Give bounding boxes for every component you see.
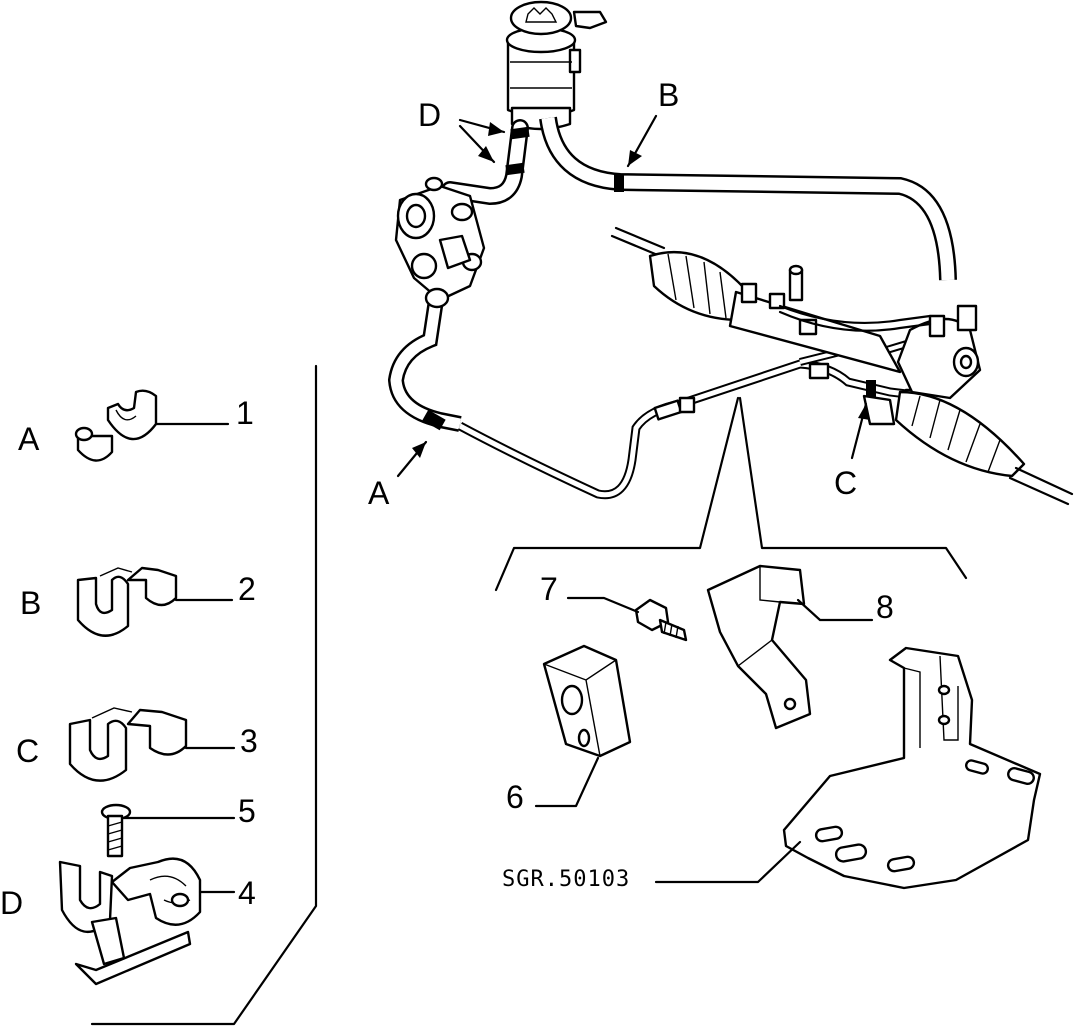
callout-letter-d: D [418,97,441,133]
legend-letter-a: A [18,421,40,457]
clip-2 [76,566,178,637]
clip-1 [74,389,158,462]
bracket-8 [706,564,812,730]
legend-letter-d: D [0,885,23,921]
bolt-7 [634,598,688,642]
legend-number-5: 5 [238,793,256,829]
mounting-base-plate [782,646,1042,890]
clip-3 [68,707,188,782]
part-number-7: 7 [540,571,558,607]
steering-pump [394,176,486,309]
legend-number-3: 3 [240,723,258,759]
callout-letter-c: C [834,465,857,501]
rubber-block-6 [542,644,632,758]
callout-letter-b: B [658,77,679,113]
clip-4 [58,857,202,986]
fluid-reservoir [505,0,608,131]
hose-lines [387,116,957,500]
reference-code: SGR.50103 [502,867,630,892]
part-number-6: 6 [506,779,524,815]
divider-lines [90,364,968,1026]
callout-arrows [396,114,870,478]
steering-rack [610,226,1074,506]
legend-letter-c: C [16,733,39,769]
callout-letter-a: A [368,475,390,511]
legend-number-2: 2 [238,571,256,607]
part-number-8: 8 [876,589,894,625]
legend-letter-b: B [20,585,41,621]
bolt-5 [100,803,132,858]
legend-number-1: 1 [236,395,254,431]
legend-number-4: 4 [238,875,256,911]
